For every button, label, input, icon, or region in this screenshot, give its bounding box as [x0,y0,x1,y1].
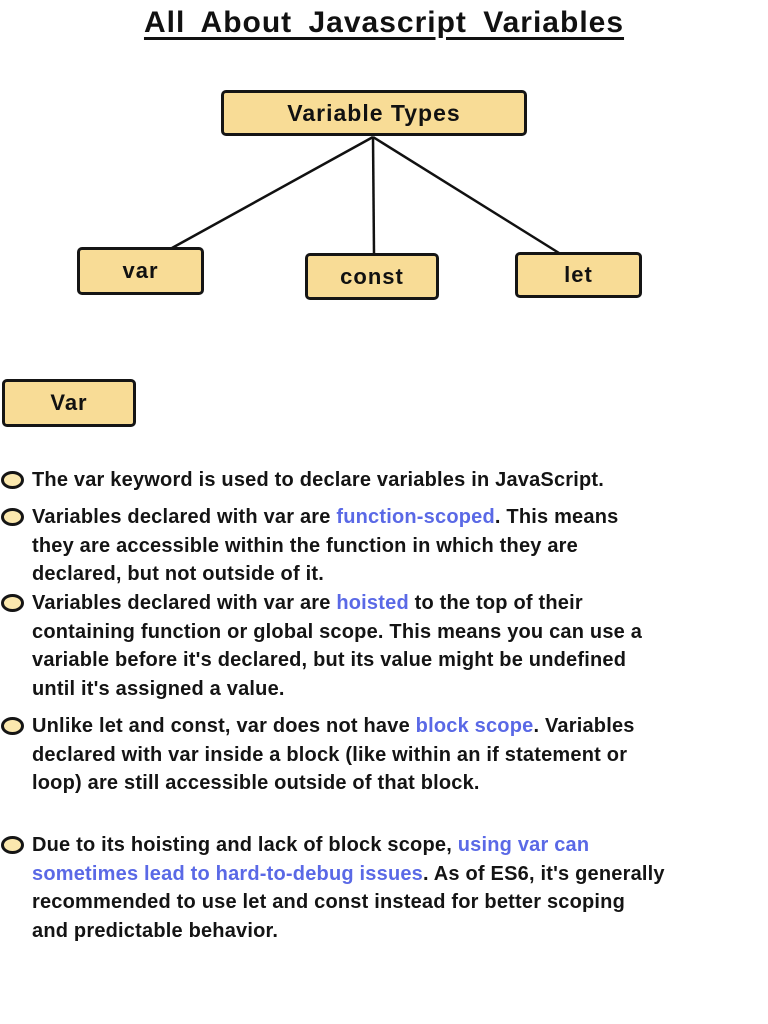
diagram-node-label: Variable Types [287,99,461,126]
highlighted-text: function-scoped [336,506,495,528]
body-text: Unlike let and const, var does not have [32,715,416,737]
highlighted-text: block scope [415,715,534,737]
bullet-text-line: declared with var inside a block (like w… [32,741,635,770]
diagram-node-label: let [564,262,593,287]
body-text: recommended to use let and const instead… [32,891,626,914]
diagram-node-var: var [77,247,204,295]
connector-line [371,136,376,255]
page-title: All About Javascript Variables [143,6,625,39]
body-text: Due to its hoisting and lack of block sc… [32,834,458,856]
highlighted-text: using var can [457,834,590,856]
diagram-node-let: let [515,252,642,298]
body-text: loop) are still accessible outside of th… [32,772,480,795]
bullet-text: Variables declared with var are function… [32,503,618,589]
bullet-circle-icon [1,836,24,854]
bullet-circle-icon [1,471,24,489]
section-header-var: Var [2,379,136,427]
diagram-node-const: const [305,253,439,300]
bullet-text-line: loop) are still accessible outside of th… [32,769,635,798]
body-text: variable before it's declared, but its v… [32,649,627,672]
body-text: containing function or global scope. Thi… [32,620,643,643]
body-text: to the top of their [408,592,583,614]
connector-line [171,135,374,250]
bullet-circle-icon [1,594,24,612]
body-text: Variables declared with var are [32,592,337,614]
body-text: and predictable behavior. [32,919,279,942]
body-text: declared with var inside a block (like w… [32,743,628,766]
bullet-text: The var keyword is used to declare varia… [32,466,604,495]
bullet-text-line: The var keyword is used to declare varia… [32,466,604,495]
diagram-node-label: var [122,258,159,283]
bullet-text-line: Due to its hoisting and lack of block sc… [32,831,665,860]
body-text: The var keyword is used to declare varia… [32,469,605,491]
bullet-text-line: sometimes lead to hard-to-debug issues. … [32,860,665,889]
bullet-text-line: until it's assigned a value. [32,675,642,704]
highlighted-text: sometimes lead to hard-to-debug issues [32,862,424,885]
bullet-text: Unlike let and const, var does not have … [32,712,635,798]
body-text: declared, but not outside of it. [32,563,324,586]
body-text: . Variables [533,715,635,737]
bullet-text-line: and predictable behavior. [32,917,665,946]
bullet-text-line: Variables declared with var are hoisted … [32,589,642,618]
bullet-text-line: Variables declared with var are function… [32,503,618,532]
bullet-text: Variables declared with var are hoisted … [32,589,642,703]
bullet-text-line: declared, but not outside of it. [32,560,618,589]
bullet-text-line: variable before it's declared, but its v… [32,646,642,675]
bullet-text-line: they are accessible within the function … [32,532,618,561]
body-text: . This means [494,506,619,528]
bullet-text: Due to its hoisting and lack of block sc… [32,831,665,945]
bullet-text-line: recommended to use let and const instead… [32,888,665,917]
diagram-node-label: const [340,263,404,289]
section-header-label: Var [50,390,88,415]
bullet-text-line: containing function or global scope. Thi… [32,618,642,647]
body-text: they are accessible within the function … [32,534,578,557]
body-text: Variables declared with var are [32,506,337,528]
body-text: until it's assigned a value. [32,677,285,700]
highlighted-text: hoisted [336,592,409,614]
body-text: . As of ES6, it's generally [423,862,665,885]
bullet-circle-icon [1,717,24,735]
connector-line [372,135,560,255]
diagram-node-variable-types: Variable Types [221,90,527,136]
bullet-text-line: Unlike let and const, var does not have … [32,712,635,741]
bullet-circle-icon [1,508,24,526]
